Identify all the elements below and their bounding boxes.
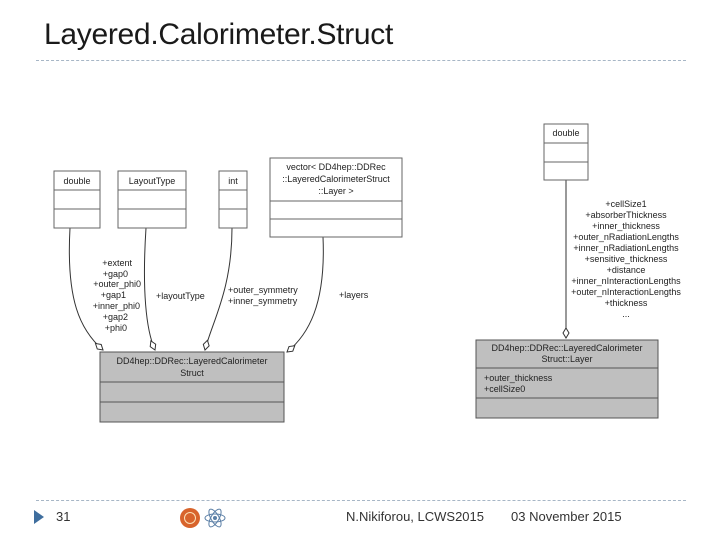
association-line-layers	[286, 236, 324, 353]
class-name-layouttype: LayoutType	[129, 176, 176, 186]
role-label: +outer_nRadiationLengths	[573, 232, 679, 242]
footer-arrow-icon	[34, 510, 44, 524]
role-label: +thickness	[605, 298, 648, 308]
class-box-layouttype: LayoutType	[117, 170, 187, 229]
role-label-inner-symmetry: +inner_symmetry	[228, 296, 298, 306]
class-box-int: int	[218, 170, 248, 229]
role-labels-double: +extent +gap0 +outer_phi0 +gap1 +inner_p…	[93, 258, 141, 333]
class-name-vector-line1: vector< DD4hep::DDRec	[286, 162, 386, 172]
role-label: +inner_phi0	[93, 301, 140, 311]
role-label: +distance	[607, 265, 646, 275]
slide-title: Layered.Calorimeter.Struct	[44, 18, 394, 51]
role-label: ...	[622, 309, 630, 319]
page-number: 31	[56, 509, 71, 524]
class-name-vector-line3: ::Layer >	[318, 186, 353, 196]
class-name-layer-line2: Struct::Layer	[541, 354, 592, 364]
association-line-int	[202, 227, 233, 351]
class-name-layered-line2: Struct	[180, 368, 204, 378]
footer-date: 03 November 2015	[511, 509, 622, 524]
class-box-vector-layer: vector< DD4hep::DDRec ::LayeredCalorimet…	[269, 157, 403, 238]
role-label-outer-symmetry: +outer_symmetry	[228, 285, 298, 295]
role-label: +cellSize1	[605, 199, 646, 209]
footer-divider	[36, 500, 686, 501]
role-label: +gap0	[103, 269, 128, 279]
layer-attribute-cellsize0: +cellSize0	[484, 384, 525, 394]
association-line-double	[68, 227, 104, 351]
role-label-layouttype: +layoutType	[156, 291, 205, 301]
class-name-layer-line1: DD4hep::DDRec::LayeredCalorimeter	[491, 343, 642, 353]
class-box-double-right: double	[543, 123, 589, 181]
class-name-vector-line2: ::LayeredCalorimeterStruct	[282, 174, 390, 184]
role-label: +outer_nInteractionLengths	[571, 287, 681, 297]
role-label: +absorberThickness	[585, 210, 667, 220]
role-label: +phi0	[105, 323, 127, 333]
role-label: +inner_nRadiationLengths	[573, 243, 679, 253]
role-label: +sensitive_thickness	[585, 254, 668, 264]
institution-logo-icon	[180, 508, 200, 528]
class-name-double-right: double	[552, 128, 579, 138]
footer-author-event: N.Nikiforou, LCWS2015	[346, 509, 484, 524]
atom-logo-icon	[204, 508, 226, 528]
role-labels-double-right: +cellSize1 +absorberThickness +inner_thi…	[571, 199, 681, 319]
role-label: +extent	[102, 258, 132, 268]
layer-attribute-outer-thickness: +outer_thickness	[484, 373, 553, 383]
role-label: +outer_phi0	[93, 279, 141, 289]
class-name-double: double	[63, 176, 90, 186]
title-divider	[36, 60, 686, 61]
class-name-int: int	[228, 176, 238, 186]
association-line-layouttype	[143, 227, 157, 351]
class-box-double: double	[53, 170, 101, 229]
role-label: +inner_nInteractionLengths	[571, 276, 681, 286]
role-label: +inner_thickness	[592, 221, 660, 231]
class-box-layered-calorimeter-struct: DD4hep::DDRec::LayeredCalorimeter Struct	[99, 351, 285, 423]
role-label: +gap2	[103, 312, 128, 322]
role-label-layers: +layers	[339, 290, 369, 300]
class-box-layer: DD4hep::DDRec::LayeredCalorimeter Struct…	[475, 339, 659, 419]
class-name-layered-line1: DD4hep::DDRec::LayeredCalorimeter	[116, 356, 267, 366]
role-label: +gap1	[101, 290, 126, 300]
